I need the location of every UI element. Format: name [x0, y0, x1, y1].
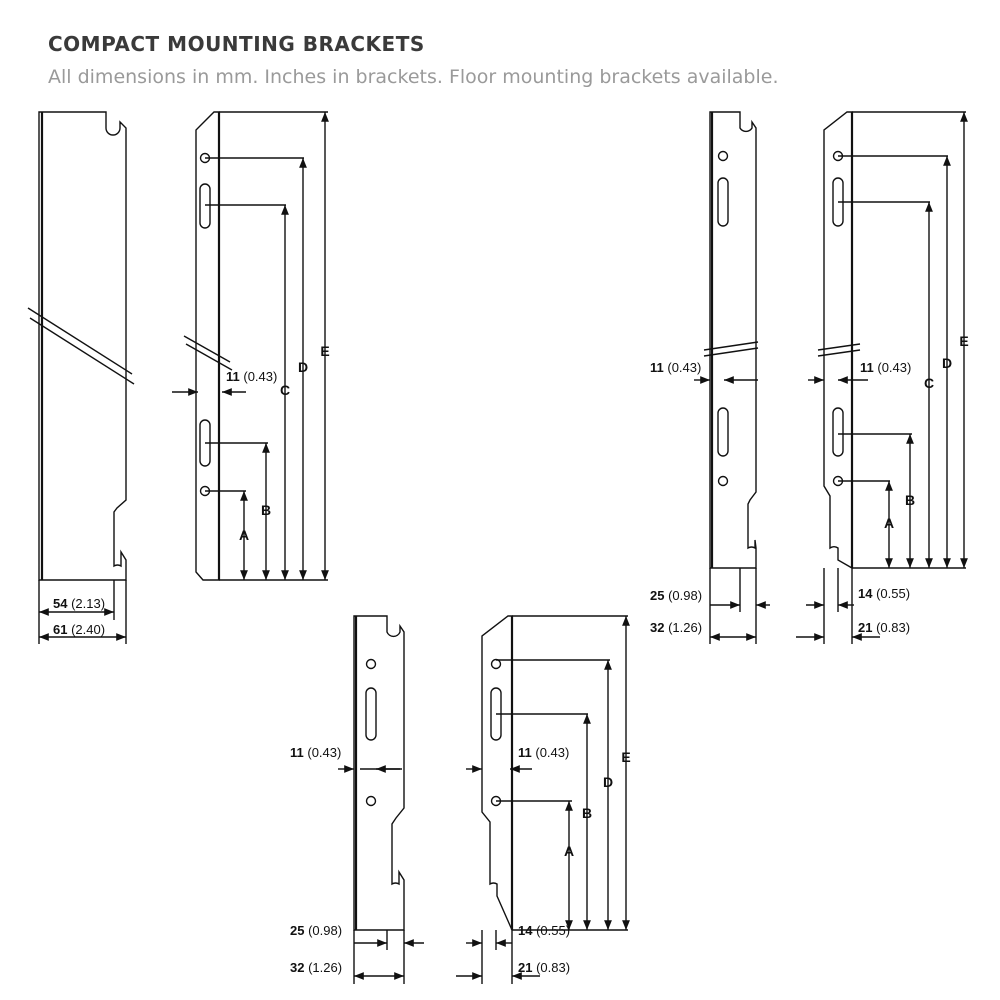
dims-bracket-5	[338, 765, 424, 984]
dim-54-label: 54 (2.13)	[53, 596, 105, 611]
label-b: B	[905, 492, 915, 508]
bracket-4-front-view	[817, 111, 861, 570]
dim-25-label: 25 (0.98)	[650, 588, 702, 603]
dim-11-label: 11 (0.43)	[518, 745, 569, 760]
dim-14-label: 14 (0.55)	[518, 923, 570, 938]
label-e: E	[621, 749, 630, 765]
label-b: B	[261, 502, 271, 518]
bracket-1-side-view	[27, 111, 135, 581]
bracket-3-side-view	[703, 111, 759, 569]
dim-25-label: 25 (0.98)	[290, 923, 342, 938]
label-e: E	[320, 343, 329, 359]
label-e: E	[959, 333, 968, 349]
dims-bracket-2	[172, 111, 329, 581]
label-b: B	[582, 805, 592, 821]
page-title: COMPACT MOUNTING BRACKETS	[48, 32, 425, 56]
label-a: A	[884, 515, 894, 531]
dim-11-label: 11 (0.43)	[290, 745, 341, 760]
dim-11-label: 11 (0.43)	[650, 360, 701, 375]
dim-11-label: 11 (0.43)	[226, 369, 277, 384]
dim-14-label: 14 (0.55)	[858, 586, 910, 601]
label-a: A	[564, 843, 574, 859]
dim-32-label: 32 (1.26)	[650, 620, 702, 635]
dim-11-label: 11 (0.43)	[860, 360, 911, 375]
bracket-5-side-view	[353, 615, 405, 931]
label-c: C	[280, 382, 290, 398]
dims-bracket-4	[796, 111, 968, 644]
dim-54-61	[38, 580, 127, 644]
label-d: D	[942, 355, 952, 371]
dim-61-label: 61 (2.40)	[53, 622, 105, 637]
label-d: D	[298, 359, 308, 375]
page-subtitle: All dimensions in mm. Inches in brackets…	[48, 66, 779, 88]
bracket-6-front-view	[481, 615, 514, 931]
dim-32-label: 32 (1.26)	[290, 960, 342, 975]
label-d: D	[603, 774, 613, 790]
label-a: A	[239, 527, 249, 543]
dim-21-label: 21 (0.83)	[858, 620, 910, 635]
dim-21-label: 21 (0.83)	[518, 960, 570, 975]
label-c: C	[924, 375, 934, 391]
dims-bracket-3	[694, 376, 770, 644]
bracket-2-front-view	[183, 111, 233, 581]
dims-bracket-6	[456, 615, 630, 984]
